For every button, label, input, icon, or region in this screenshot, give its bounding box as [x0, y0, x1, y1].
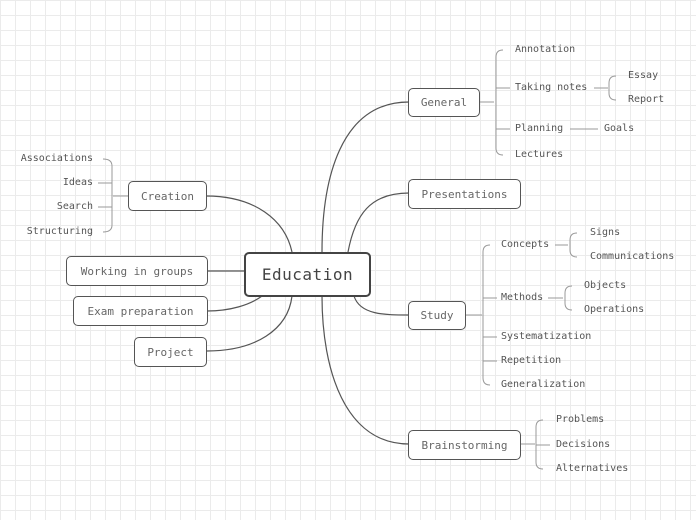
subtopic-lectures[interactable]: Lectures: [515, 149, 564, 160]
subtopic-taking-notes[interactable]: Taking notes: [515, 82, 588, 93]
subtopic-goals[interactable]: Goals: [604, 123, 635, 134]
subtopic-systematization[interactable]: Systematization: [501, 331, 592, 342]
subtopic-annotation[interactable]: Annotation: [515, 44, 576, 55]
subtopic-report[interactable]: Report: [628, 94, 665, 105]
topic-presentations[interactable]: Presentations: [408, 179, 521, 209]
subtopic-methods[interactable]: Methods: [501, 292, 544, 303]
subtopic-essay[interactable]: Essay: [628, 70, 659, 81]
subtopic-associations[interactable]: Associations: [20, 153, 93, 164]
topic-study[interactable]: Study: [408, 301, 466, 330]
subtopic-concepts[interactable]: Concepts: [501, 239, 550, 250]
subtopic-repetition[interactable]: Repetition: [501, 355, 562, 366]
topic-brainstorming[interactable]: Brainstorming: [408, 430, 521, 460]
topic-exam-preparation[interactable]: Exam preparation: [73, 296, 208, 326]
subtopic-problems[interactable]: Problems: [556, 414, 605, 425]
subtopic-alternatives[interactable]: Alternatives: [556, 463, 629, 474]
central-topic[interactable]: Education: [244, 252, 371, 297]
subtopic-decisions[interactable]: Decisions: [556, 439, 611, 450]
subtopic-signs[interactable]: Signs: [590, 227, 621, 238]
subtopic-generalization[interactable]: Generalization: [501, 379, 586, 390]
topic-creation[interactable]: Creation: [128, 181, 207, 211]
subtopic-operations[interactable]: Operations: [584, 304, 645, 315]
subtopic-objects[interactable]: Objects: [584, 280, 627, 291]
topic-project[interactable]: Project: [134, 337, 207, 367]
subtopic-communications[interactable]: Communications: [590, 251, 675, 262]
subtopic-planning[interactable]: Planning: [515, 123, 564, 134]
topic-general[interactable]: General: [408, 88, 480, 117]
topic-working-in-groups[interactable]: Working in groups: [66, 256, 208, 286]
subtopic-ideas[interactable]: Ideas: [62, 177, 93, 188]
subtopic-structuring[interactable]: Structuring: [26, 226, 93, 237]
subtopic-search[interactable]: Search: [56, 201, 93, 212]
